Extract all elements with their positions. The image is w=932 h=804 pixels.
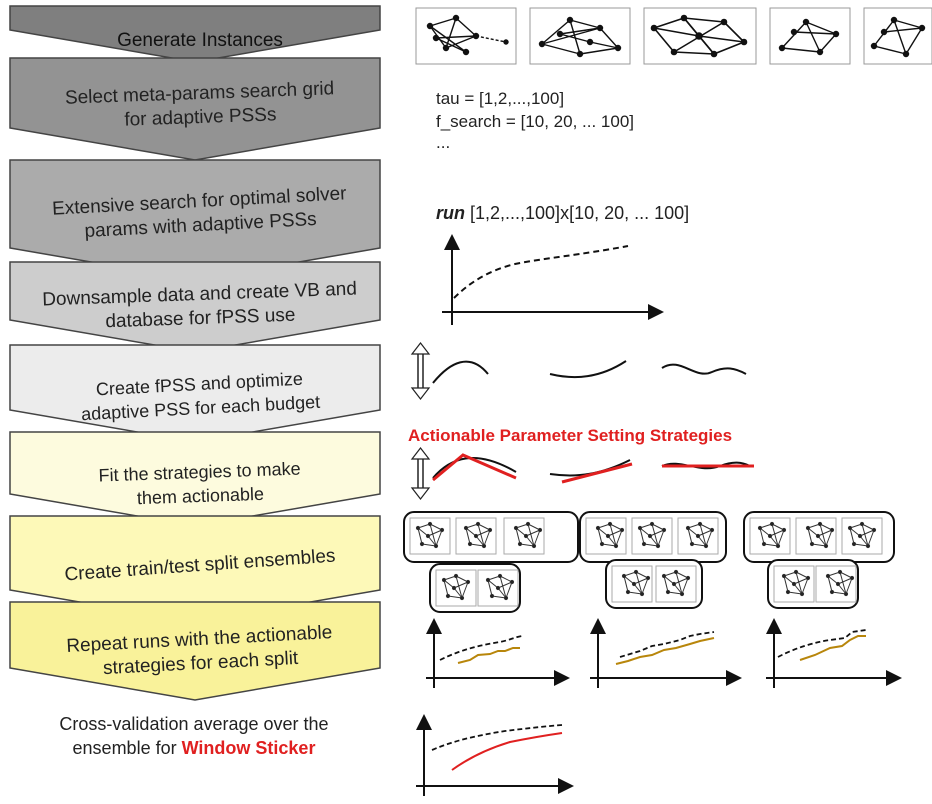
double-arrow-icon xyxy=(410,447,431,500)
fitted-strategies xyxy=(410,447,754,500)
mini-graph-thumbnail xyxy=(477,569,519,607)
double-arrow-icon xyxy=(410,342,431,400)
split-run-plot xyxy=(766,618,902,688)
search-plot xyxy=(442,234,664,325)
run-args: [1,2,...,100]x[10, 20, ... 100] xyxy=(465,203,690,223)
graph-thumbnail xyxy=(529,7,631,65)
mini-graph-thumbnail xyxy=(795,517,837,555)
stage-label-1: Generate Instances xyxy=(117,30,283,51)
mini-graph-thumbnail xyxy=(611,565,653,603)
stage-chevron-2 xyxy=(9,57,381,161)
run-keyword: run xyxy=(436,203,465,223)
actionable-strategies-title: Actionable Parameter Setting Strategies xyxy=(408,426,733,445)
stage-chevron-1 xyxy=(9,5,381,63)
stage-chevron-5 xyxy=(9,344,381,443)
mini-graph-thumbnail xyxy=(749,517,791,555)
instance-thumbnails xyxy=(415,7,932,65)
stage-chevron-6 xyxy=(9,431,381,527)
param-ellipsis: ... xyxy=(436,133,451,152)
caption-line-2: ensemble for xyxy=(72,738,182,758)
mini-graph-thumbnail xyxy=(585,517,627,555)
mini-graph-thumbnail xyxy=(435,569,477,607)
stage-chevron-8 xyxy=(9,601,381,701)
param-f-search: f_search = [10, 20, ... 100] xyxy=(436,112,634,131)
mini-graph-thumbnail xyxy=(773,565,815,603)
graph-thumbnail xyxy=(863,7,932,65)
mini-graph-thumbnail xyxy=(409,517,451,555)
graph-thumbnail xyxy=(415,7,517,65)
run-command: run [1,2,...,100]x[10, 20, ... 100] xyxy=(436,202,689,224)
strategy-curves xyxy=(410,342,747,400)
mini-graph-thumbnail xyxy=(631,517,673,555)
stage-chevrons xyxy=(9,5,381,701)
cross-validation-caption: Cross-validation average over the ensemb… xyxy=(24,712,364,760)
caption-line-1: Cross-validation average over the xyxy=(59,714,329,734)
graph-thumbnail xyxy=(643,7,757,65)
stage-chevron-4 xyxy=(9,261,381,353)
mini-graph-thumbnail xyxy=(455,517,497,555)
mini-graph-thumbnail xyxy=(655,565,697,603)
split-run-plot xyxy=(590,618,742,688)
mini-graph-thumbnail xyxy=(841,517,883,555)
mini-graph-thumbnail xyxy=(503,517,545,555)
final-plot xyxy=(416,714,574,796)
mini-graph-thumbnail xyxy=(815,565,857,603)
split-run-plots xyxy=(426,618,902,688)
param-tau: tau = [1,2,...,100] xyxy=(436,89,565,108)
mini-graph-thumbnail xyxy=(677,517,719,555)
split-ensembles xyxy=(403,511,895,613)
graph-thumbnail xyxy=(769,7,851,65)
split-run-plot xyxy=(426,618,570,688)
window-sticker-label: Window Sticker xyxy=(181,738,316,758)
